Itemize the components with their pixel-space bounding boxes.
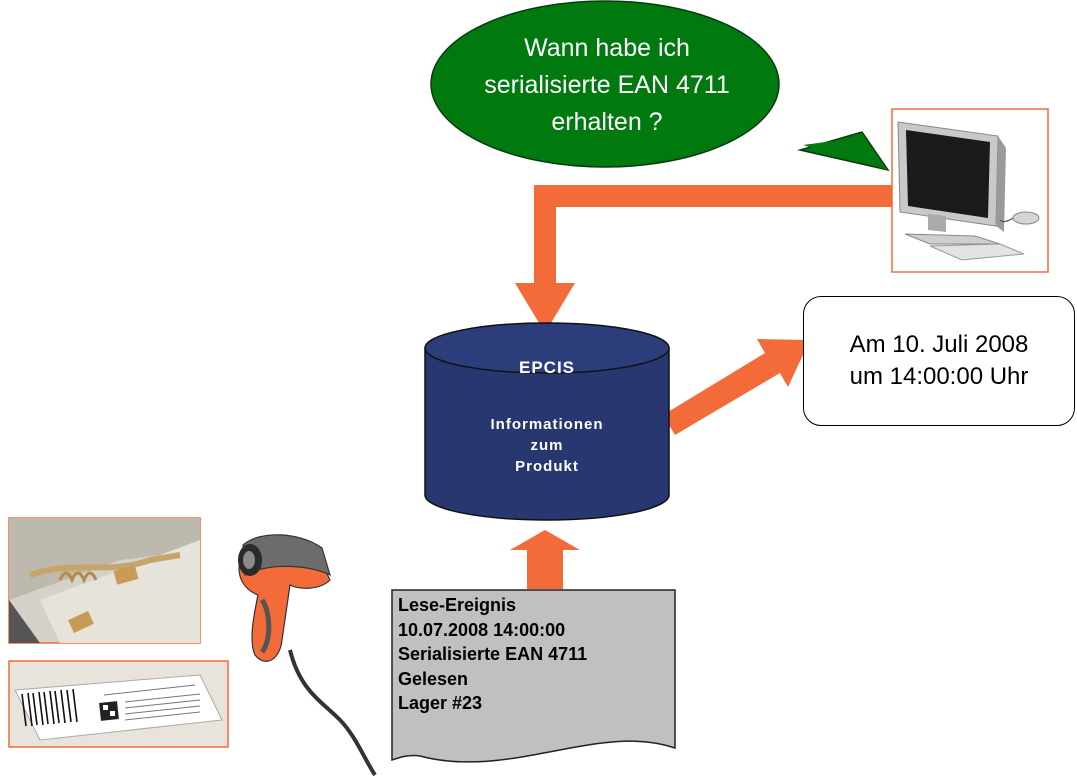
- event-line: Gelesen: [398, 668, 469, 689]
- event-line: Lese-Ereignis: [398, 595, 517, 615]
- question-line: serialisierte EAN 4711: [484, 71, 730, 99]
- database-line: Informationen: [490, 416, 604, 433]
- rfid-tag-photo: [8, 517, 201, 644]
- answer-line: Am 10. Juli 2008: [849, 331, 1029, 358]
- query-arrow: [515, 185, 893, 333]
- database-line: Produkt: [515, 458, 579, 475]
- event-document-shape: [391, 589, 676, 763]
- barcode-label-photo: [8, 660, 229, 748]
- database-line: zum: [530, 437, 564, 454]
- answer-box: Am 10. Juli 2008 um 14:00:00 Uhr: [803, 296, 1075, 426]
- barcode-scanner-icon: [238, 534, 377, 777]
- speech-bubble: [430, 0, 890, 172]
- event-line: Serialisierte EAN 4711: [398, 644, 588, 664]
- question-line: erhalten ?: [551, 108, 663, 136]
- database-description: Informationen zum Produkt: [450, 414, 644, 477]
- question-line: Wann habe ich: [524, 34, 690, 62]
- event-line: 10.07.2008 14:00:00: [398, 619, 566, 640]
- event-line: Lager #23: [398, 693, 483, 713]
- epcis-database-cylinder: [424, 322, 670, 521]
- answer-line: um 14:00:00 Uhr: [849, 363, 1029, 390]
- event-document-text: Lese-Ereignis 10.07.2008 14:00:00 Serial…: [398, 593, 676, 716]
- database-title: EPCIS: [518, 358, 576, 377]
- event-arrow: [510, 530, 580, 589]
- computer-icon: [891, 108, 1049, 273]
- question-text: Wann habe ich serialisierte EAN 4711 erh…: [462, 30, 752, 141]
- answer-arrow: [663, 339, 810, 435]
